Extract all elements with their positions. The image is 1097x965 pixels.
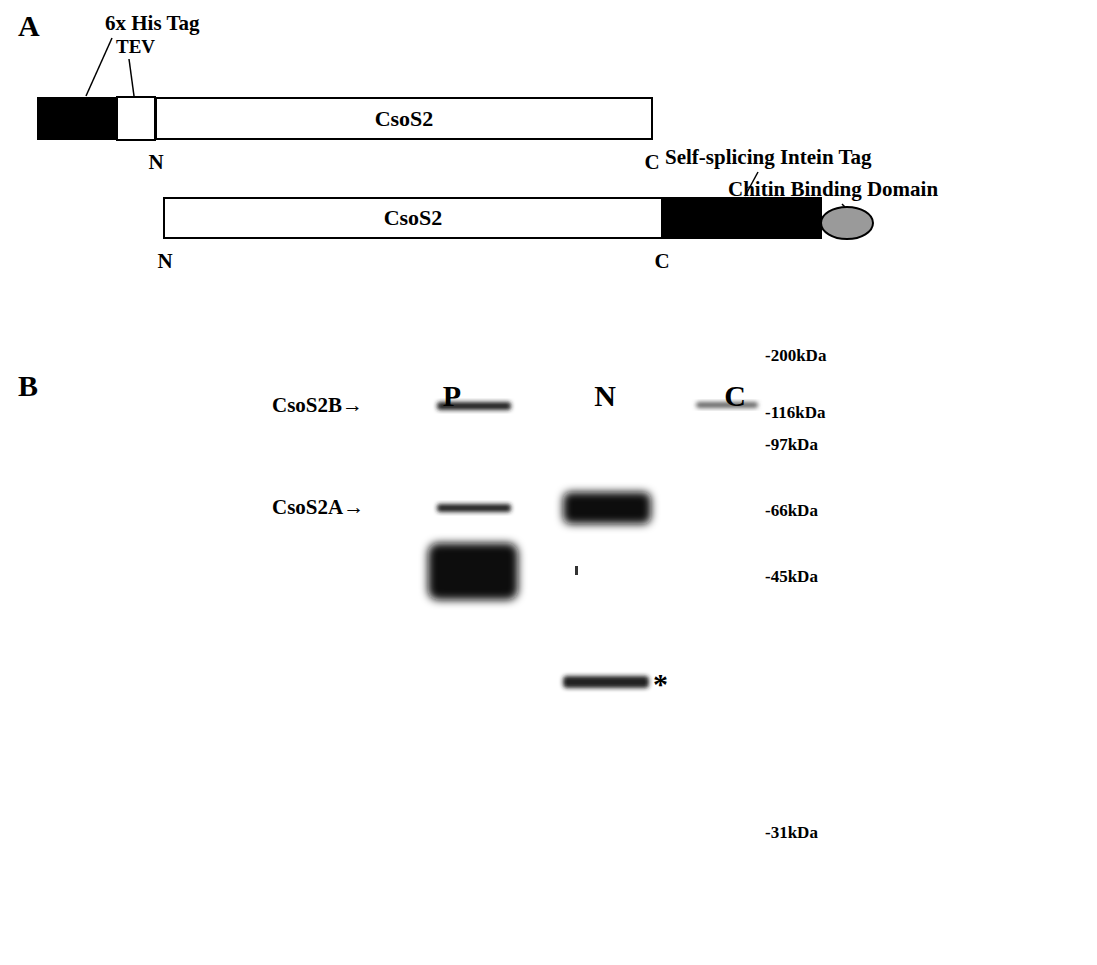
marker-label: -66kDa [765,502,818,521]
domain-name: CsoS2 [375,106,434,132]
his-tag-block [37,97,117,140]
gel-spot [575,566,578,575]
marker-label: -31kDa [765,824,818,843]
gel-band [428,543,518,600]
terminus-label: C [644,151,659,174]
tag-label: 6x His Tag [105,12,200,35]
leader-line [86,38,112,96]
protein-domain-box: CsoS2 [155,97,653,140]
lane-label: P [443,379,461,412]
lane-label: C [724,379,746,412]
tag-label: TEV [116,37,155,58]
gel-band [437,504,511,512]
band-label: CsoS2B→ [272,394,363,417]
marker-label: -200kDa [765,347,826,366]
leader-line [842,204,845,207]
band-asterisk: * [653,667,668,700]
leader-line [129,59,134,96]
tag-label: Chitin Binding Domain [728,178,938,201]
tev-site-block [117,97,155,140]
protein-domain-box: CsoS2 [163,197,663,239]
terminus-label: N [157,250,172,273]
band-label: CsoS2A→ [272,496,364,519]
panel-letter: A [18,9,40,42]
terminus-label: N [148,151,163,174]
panel-letter: B [18,369,38,402]
terminus-label: C [654,250,669,273]
intein-block [663,197,822,239]
marker-label: -116kDa [765,404,825,423]
marker-label: -97kDa [765,436,818,455]
lane-label: N [594,379,616,412]
domain-name: CsoS2 [384,205,443,231]
tag-label: Self-splicing Intein Tag [665,146,872,169]
gel-band [563,492,651,524]
marker-label: -45kDa [765,568,818,587]
chitin-binding-domain [821,207,873,239]
gel-band [563,676,649,688]
